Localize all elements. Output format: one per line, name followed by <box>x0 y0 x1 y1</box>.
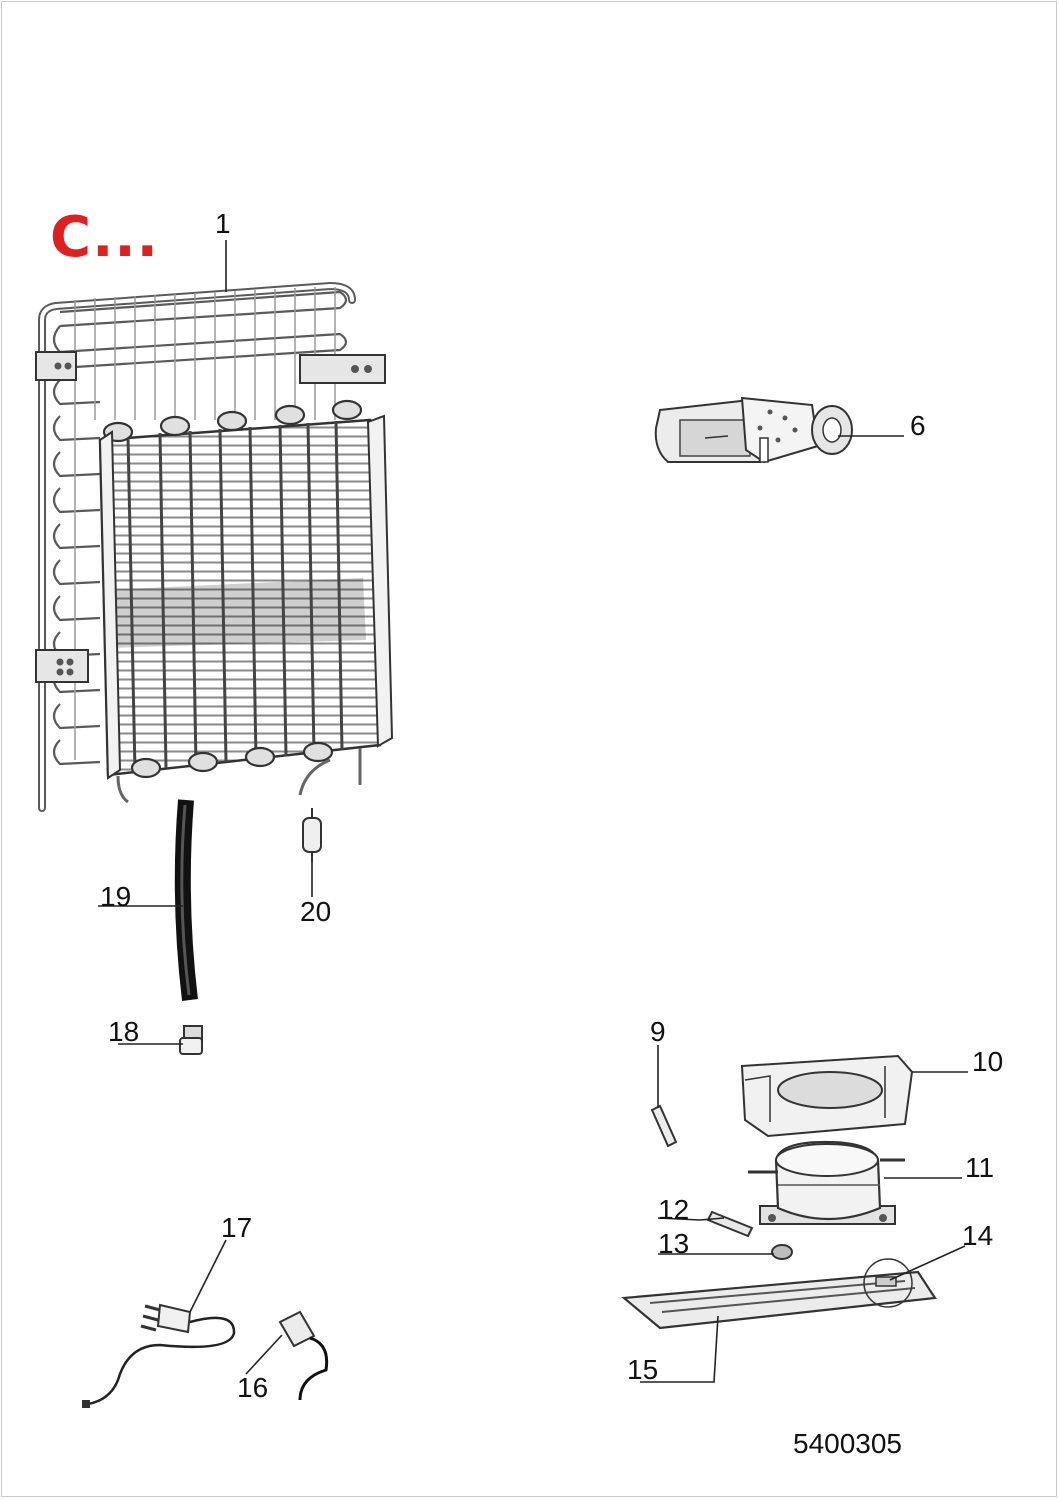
pin-icon <box>650 1104 678 1148</box>
callout-17: 17 <box>221 1212 253 1243</box>
filter-drier-icon <box>302 808 322 862</box>
compressor-icon <box>748 1140 905 1225</box>
document-number: 5400305 <box>793 1428 903 1459</box>
callout-14: 14 <box>962 1220 994 1251</box>
callout-19: 19 <box>100 881 132 912</box>
cap-icon <box>179 1025 203 1055</box>
power-cord-icon <box>82 1303 236 1408</box>
drip-tray-icon <box>740 1054 914 1138</box>
callout-15: 15 <box>627 1354 659 1385</box>
section-label: C... <box>50 205 159 270</box>
callout-10: 10 <box>972 1046 1004 1077</box>
capacitor-icon <box>278 1310 329 1401</box>
clip-icon <box>706 1210 754 1238</box>
hose-icon <box>174 799 198 1001</box>
base-plate-icon <box>621 1270 937 1330</box>
detail-circle-icon <box>863 1258 913 1308</box>
callout-12: 12 <box>658 1194 690 1225</box>
callout-20: 20 <box>300 896 332 927</box>
callout-1: 1 <box>215 208 231 239</box>
grommet-icon <box>771 1244 793 1260</box>
callout-6: 6 <box>910 410 926 441</box>
callout-18: 18 <box>108 1016 140 1047</box>
thermostat-module-icon <box>654 396 853 464</box>
callout-9: 9 <box>650 1016 666 1047</box>
callout-16: 16 <box>237 1372 269 1403</box>
callout-leaders <box>98 240 968 1383</box>
condenser-icon <box>35 281 394 812</box>
callout-11: 11 <box>965 1152 995 1183</box>
callout-13: 13 <box>658 1228 690 1259</box>
